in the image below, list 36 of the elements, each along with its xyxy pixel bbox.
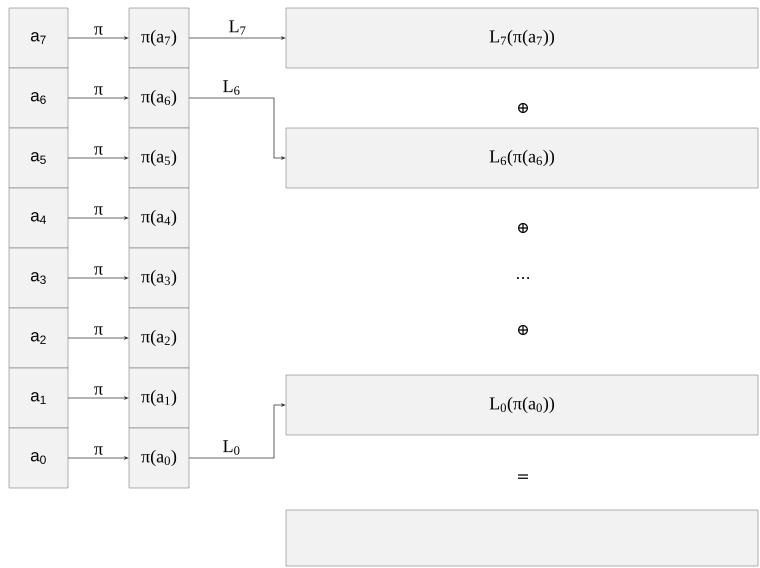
value-box: a$_{6}$: [8, 68, 68, 128]
edge-label: L$_{0}$: [223, 440, 240, 455]
empty-box: [286, 510, 758, 566]
value-box: π(a$_{1}$): [128, 368, 190, 428]
operator-symbol: =: [518, 474, 528, 479]
value-box: π(a$_{6}$): [128, 68, 190, 128]
edge-label: π: [94, 86, 103, 95]
value-box: π(a$_{0}$): [128, 428, 190, 488]
value-box: a$_{5}$: [8, 128, 68, 188]
result-box: L$_{0}$(π(a$_{0}$)): [286, 374, 758, 436]
value-box: a$_{3}$: [8, 248, 68, 308]
edge-label: π: [94, 206, 103, 215]
value-box: a$_{4}$: [8, 188, 68, 248]
operator-symbol: ⊕: [518, 103, 528, 114]
edge-label: π: [94, 146, 103, 155]
edge-label: L$_{6}$: [223, 80, 240, 95]
edge-label: π: [94, 446, 103, 455]
edge-label: L$_{7}$: [229, 20, 246, 35]
result-box: L$_{7}$(π(a$_{7}$)): [286, 8, 758, 68]
edge-label: π: [94, 26, 103, 35]
edge-label: π: [94, 326, 103, 335]
value-box: π(a$_{5}$): [128, 128, 190, 188]
value-box: a$_{0}$: [8, 428, 68, 488]
edge-label: π: [94, 386, 103, 395]
value-box: π(a$_{3}$): [128, 248, 190, 308]
edge-label: π: [94, 266, 103, 275]
value-box: π(a$_{2}$): [128, 308, 190, 368]
operator-symbol: ⊕: [518, 223, 528, 234]
value-box: π(a$_{7}$): [128, 8, 190, 68]
operator-symbol: ⊕: [518, 325, 528, 336]
result-box: L$_{6}$(π(a$_{6}$)): [286, 128, 758, 188]
value-box: a$_{7}$: [8, 8, 68, 68]
value-box: a$_{2}$: [8, 308, 68, 368]
value-box: π(a$_{4}$): [128, 188, 190, 248]
operator-symbol: ...: [516, 276, 530, 280]
value-box: a$_{1}$: [8, 368, 68, 428]
